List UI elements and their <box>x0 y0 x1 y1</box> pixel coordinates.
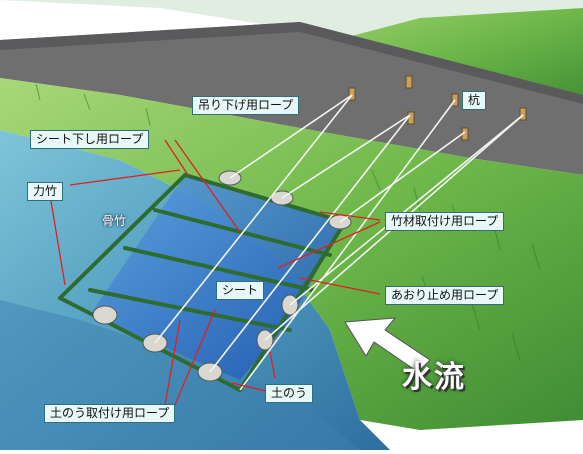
label-flap-stop-rope: あおり止め用ロープ <box>385 286 505 305</box>
label-sheet-lowering-rope: シート下し用ロープ <box>30 130 150 149</box>
label-stake: 杭 <box>462 91 487 110</box>
label-water-flow: 水流 <box>402 360 466 395</box>
label-bamboo-attach-rope: 竹材取付け用ロープ <box>385 212 505 231</box>
water-flow-arrow <box>344 317 431 373</box>
label-frame-bamboo: 骨竹 <box>102 214 127 228</box>
label-sandbag-attach-rope: 土のう取付け用ロープ <box>44 404 176 423</box>
label-sheet: シート <box>216 281 265 300</box>
label-hanging-rope: 吊り下げ用ロープ <box>192 96 300 115</box>
label-sandbag: 土のう <box>265 384 314 403</box>
label-support-bamboo: 力竹 <box>27 182 64 201</box>
